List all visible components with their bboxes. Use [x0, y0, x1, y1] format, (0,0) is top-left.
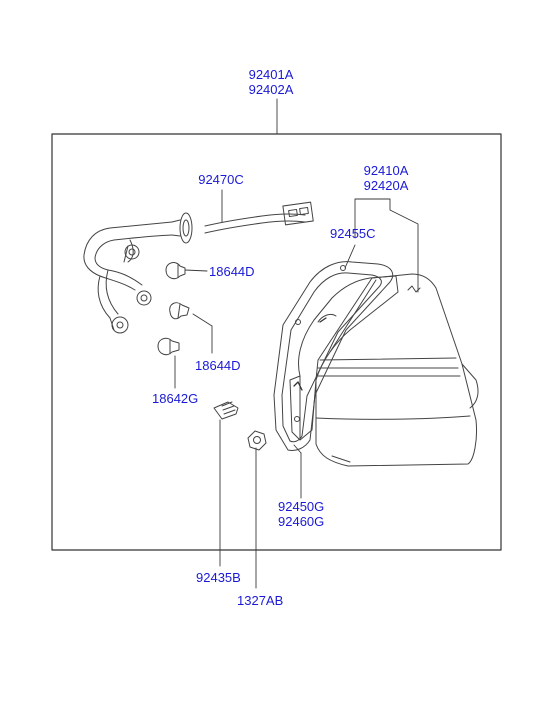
bulb-upper [165, 262, 186, 280]
nut [247, 430, 267, 451]
wiring-harness [83, 201, 314, 334]
bulb-middle [169, 302, 190, 320]
label-housing-rh: 92460G [278, 514, 325, 529]
label-wiring-harness: 92470C [198, 172, 244, 187]
label-bulb-upper: 18644D [209, 264, 255, 279]
label-assembly-rh: 92402A [248, 82, 294, 97]
leader-lines [174, 98, 419, 589]
screw [213, 401, 239, 420]
label-housing-lh: 92450G [278, 499, 325, 514]
bulb-lower [157, 337, 180, 356]
label-gasket: 92455C [330, 226, 376, 241]
label-lens-rh: 92420A [363, 178, 409, 193]
lens [315, 273, 479, 467]
housing-accents [293, 317, 327, 391]
label-nut: 1327AB [237, 593, 284, 608]
label-assembly-lh: 92401A [248, 67, 294, 82]
label-bulb-lower: 18642G [152, 391, 199, 406]
housing [289, 275, 399, 441]
label-bulb-middle: 18644D [195, 358, 241, 373]
label-screw: 92435B [196, 570, 241, 585]
assembly-frame [51, 133, 502, 551]
label-lens-lh: 92410A [363, 163, 409, 178]
